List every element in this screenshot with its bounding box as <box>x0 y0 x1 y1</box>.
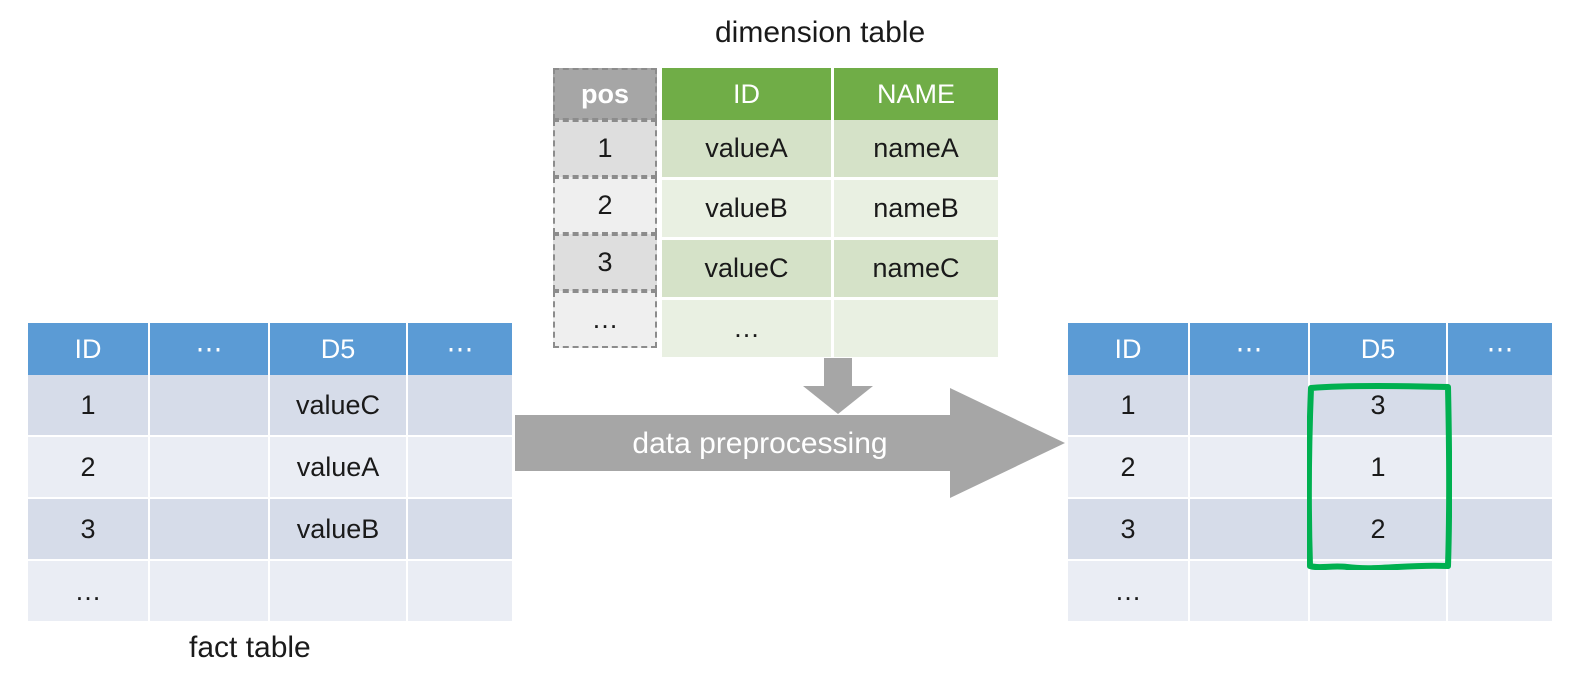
fact-after-header-id: ID <box>1068 323 1190 375</box>
fact-after-cell: 2 <box>1310 499 1448 561</box>
fact-after-cell <box>1448 375 1552 437</box>
table-row: … <box>662 300 998 360</box>
arrow-right-icon <box>515 388 1065 498</box>
fact-after-cell <box>1448 437 1552 499</box>
fact-after-cell <box>1190 375 1310 437</box>
fact-before-cell: 3 <box>28 499 150 561</box>
dim-cell-id: … <box>662 300 834 360</box>
table-row: 3 2 <box>1068 499 1552 561</box>
dim-cell-id: valueB <box>662 180 834 240</box>
pos-cell: 2 <box>553 177 657 234</box>
fact-after-header-ellipsis-1: ⋯ <box>1190 323 1310 375</box>
fact-after-cell <box>1448 499 1552 561</box>
fact-before-cell <box>408 375 512 437</box>
table-row: 2 1 <box>1068 437 1552 499</box>
fact-before-cell <box>150 499 270 561</box>
fact-before-cell <box>270 561 408 623</box>
fact-after-header-d5: D5 <box>1310 323 1448 375</box>
pos-column: pos 1 2 3 … <box>553 68 657 348</box>
fact-after-cell: 3 <box>1310 375 1448 437</box>
fact-table-after: ID ⋯ D5 ⋯ 1 3 2 1 3 2 <box>1068 323 1552 623</box>
dim-header-id: ID <box>662 68 834 120</box>
dim-cell-name: nameB <box>834 180 998 240</box>
table-row: … <box>1068 561 1552 623</box>
fact-before-cell: valueC <box>270 375 408 437</box>
table-row: valueC nameC <box>662 240 998 300</box>
fact-after-cell <box>1310 561 1448 623</box>
fact-before-cell <box>408 561 512 623</box>
fact-before-header-ellipsis-1: ⋯ <box>150 323 270 375</box>
table-header-row: ID ⋯ D5 ⋯ <box>1068 323 1552 375</box>
pos-column-header: pos <box>553 68 657 120</box>
fact-before-cell: 1 <box>28 375 150 437</box>
dim-cell-name: nameA <box>834 120 998 180</box>
fact-after-cell <box>1190 499 1310 561</box>
fact-before-cell: 2 <box>28 437 150 499</box>
dim-cell-id: valueA <box>662 120 834 180</box>
dim-cell-id: valueC <box>662 240 834 300</box>
table-row: 1 3 <box>1068 375 1552 437</box>
table-header-row: ID NAME <box>662 68 998 120</box>
fact-after-cell: 2 <box>1068 437 1190 499</box>
table-header-row: ID ⋯ D5 ⋯ <box>28 323 512 375</box>
fact-before-header-ellipsis-2: ⋯ <box>408 323 512 375</box>
fact-before-cell: … <box>28 561 150 623</box>
table-row: 1 valueC <box>28 375 512 437</box>
dim-cell-name <box>834 300 998 360</box>
arrow-down-icon <box>803 358 873 414</box>
fact-before-cell <box>150 437 270 499</box>
fact-before-cell: valueA <box>270 437 408 499</box>
table-row: … <box>28 561 512 623</box>
fact-before-header-id: ID <box>28 323 150 375</box>
table-row: valueB nameB <box>662 180 998 240</box>
fact-before-cell <box>150 561 270 623</box>
fact-after-header-ellipsis-2: ⋯ <box>1448 323 1552 375</box>
fact-after-cell <box>1190 561 1310 623</box>
fact-after-cell <box>1190 437 1310 499</box>
dimension-table-caption: dimension table <box>715 16 926 49</box>
fact-table-before: ID ⋯ D5 ⋯ 1 valueC 2 valueA 3 v <box>28 323 512 623</box>
fact-after-cell: … <box>1068 561 1190 623</box>
fact-after-cell <box>1448 561 1552 623</box>
fact-after-cell: 1 <box>1068 375 1190 437</box>
table-row: 3 valueB <box>28 499 512 561</box>
dim-cell-name: nameC <box>834 240 998 300</box>
dimension-table: ID NAME valueA nameA valueB nameB valueC… <box>662 68 998 360</box>
dim-header-name: NAME <box>834 68 998 120</box>
table-row: valueA nameA <box>662 120 998 180</box>
pos-cell: 1 <box>553 120 657 177</box>
fact-before-header-d5: D5 <box>270 323 408 375</box>
fact-before-cell: valueB <box>270 499 408 561</box>
fact-after-cell: 3 <box>1068 499 1190 561</box>
fact-table-caption: fact table <box>189 631 311 664</box>
table-row: 2 valueA <box>28 437 512 499</box>
fact-before-cell <box>150 375 270 437</box>
fact-before-cell <box>408 437 512 499</box>
pos-cell: … <box>553 291 657 348</box>
pos-cell: 3 <box>553 234 657 291</box>
fact-before-cell <box>408 499 512 561</box>
fact-after-cell: 1 <box>1310 437 1448 499</box>
